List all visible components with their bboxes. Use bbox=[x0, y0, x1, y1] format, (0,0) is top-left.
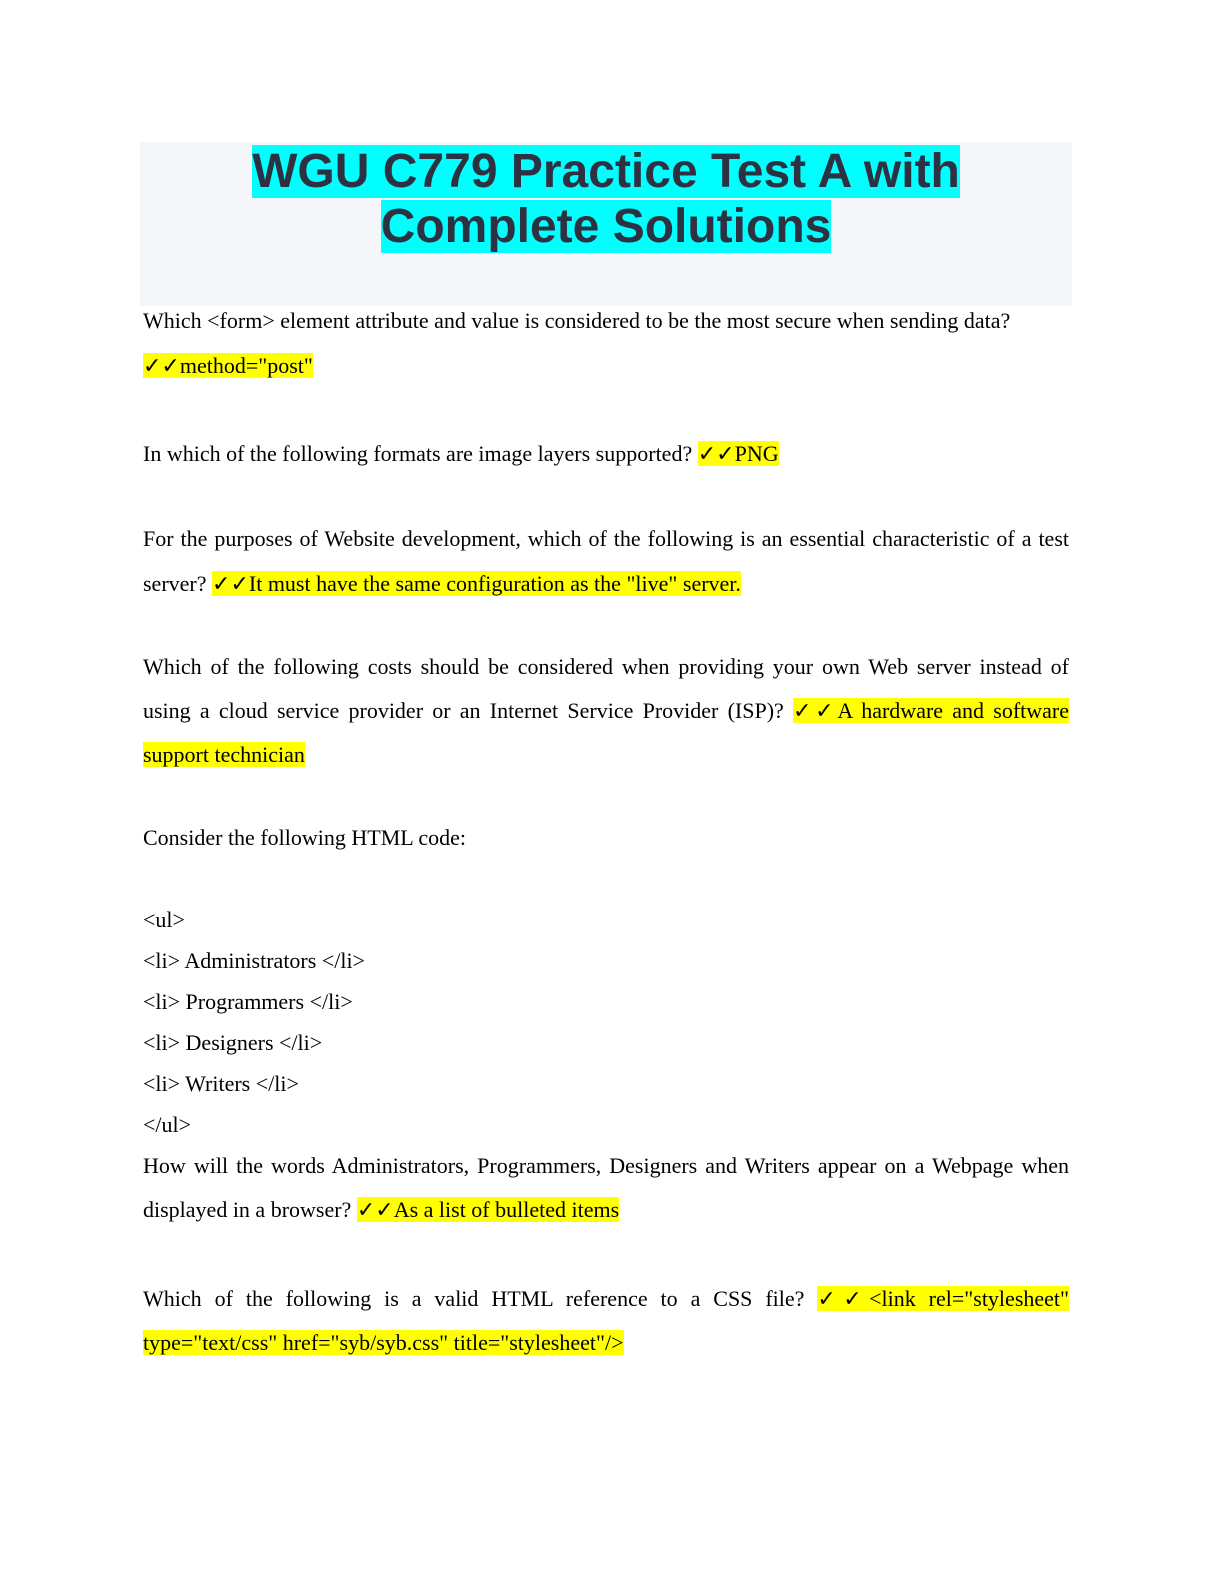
code-line: <li> Designers </li> bbox=[143, 1030, 323, 1055]
answer-5: ✓✓As a list of bulleted items bbox=[356, 1197, 620, 1222]
code-line: <li> Programmers </li> bbox=[143, 989, 353, 1014]
code-line: </ul> bbox=[143, 1112, 192, 1137]
question-5: How will the words Administrators, Progr… bbox=[143, 1153, 1069, 1222]
question-3: For the purposes of Website development,… bbox=[143, 526, 1069, 596]
code-intro: Consider the following HTML code: bbox=[143, 825, 467, 850]
code-line: <li> Writers </li> bbox=[143, 1071, 299, 1096]
document-title: WGU C779 Practice Test A with Complete S… bbox=[252, 145, 960, 253]
question-1: Which <form> element attribute and value… bbox=[143, 308, 1011, 378]
answer-3: ✓✓It must have the same configuration as… bbox=[212, 571, 741, 596]
code-line: <li> Administrators </li> bbox=[143, 948, 365, 973]
answer-1: ✓✓method="post" bbox=[143, 353, 313, 378]
question-2: In which of the following formats are im… bbox=[143, 441, 779, 466]
code-line: <ul> bbox=[143, 907, 185, 932]
question-4: Which of the following costs should be c… bbox=[143, 654, 1069, 767]
title-banner: WGU C779 Practice Test A with Complete S… bbox=[140, 142, 1072, 306]
question-6: Which of the following is a valid HTML r… bbox=[143, 1286, 1069, 1355]
answer-2: ✓✓PNG bbox=[697, 441, 779, 466]
code-block: <ul> <li> Administrators </li> <li> Prog… bbox=[143, 899, 365, 1145]
